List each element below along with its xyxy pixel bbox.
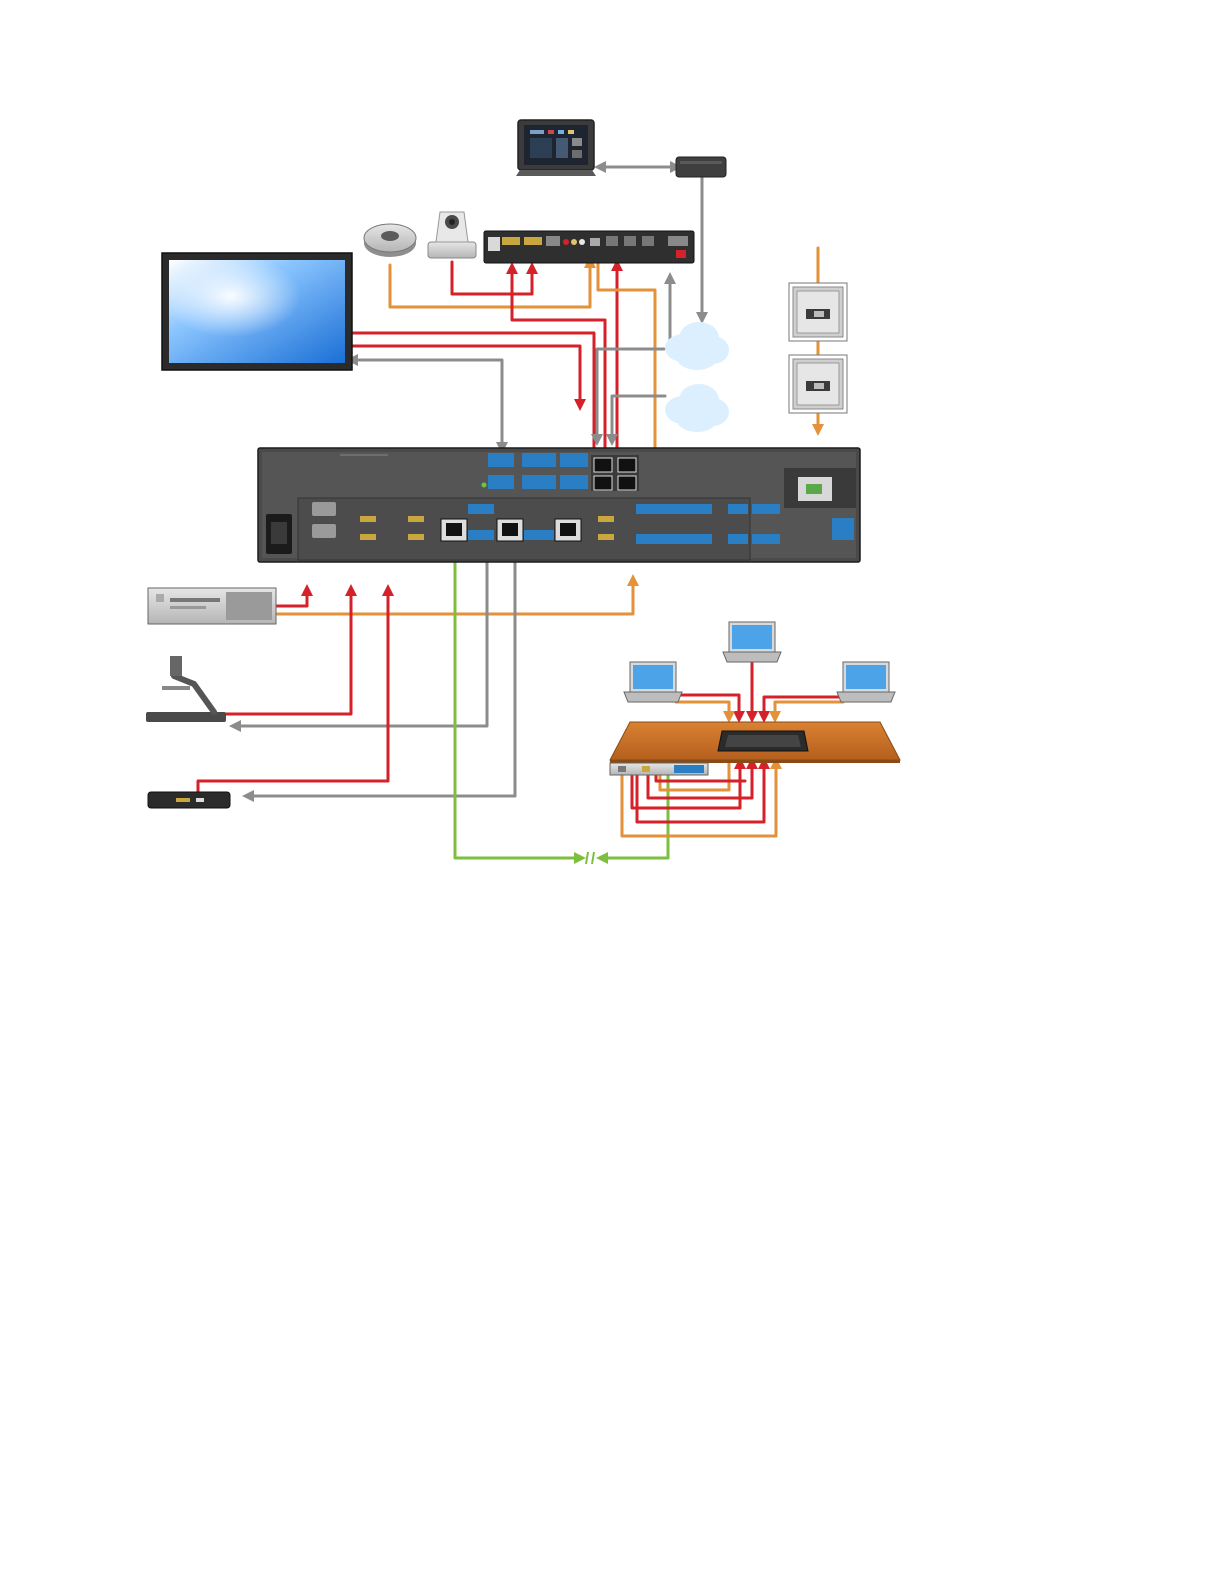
cloud-icon <box>665 384 729 432</box>
display-icon <box>162 253 352 370</box>
network-cable <box>235 540 487 726</box>
keypad-icon <box>789 283 847 341</box>
codec-icon <box>484 231 694 263</box>
cable-cubby-icon <box>718 731 808 751</box>
audio-cable <box>676 702 729 717</box>
network-cable <box>670 278 675 340</box>
video-cable <box>452 262 532 294</box>
laptop-icon <box>723 622 781 662</box>
media-player-icon <box>148 792 230 808</box>
switch-icon <box>676 157 726 177</box>
laptop-icon <box>624 662 682 702</box>
video-cable <box>277 590 307 606</box>
audio-cable <box>775 702 843 717</box>
computer-icon <box>148 588 276 624</box>
twisted-pair-cable <box>455 530 580 858</box>
transmitter-icon <box>610 763 708 775</box>
video-cable <box>352 346 580 405</box>
audio-cable <box>390 262 590 307</box>
cloud-icon <box>665 322 729 370</box>
network-cable <box>352 360 502 448</box>
camera-icon <box>428 212 476 258</box>
network-cable <box>248 540 515 796</box>
touch-panel-icon <box>516 120 596 176</box>
cable-break-icon <box>586 852 594 864</box>
keypad-icon <box>789 355 847 413</box>
laptop-icon <box>837 662 895 702</box>
network-cable <box>612 396 665 440</box>
microphone-icon <box>364 224 416 257</box>
document-camera-icon <box>146 656 226 722</box>
